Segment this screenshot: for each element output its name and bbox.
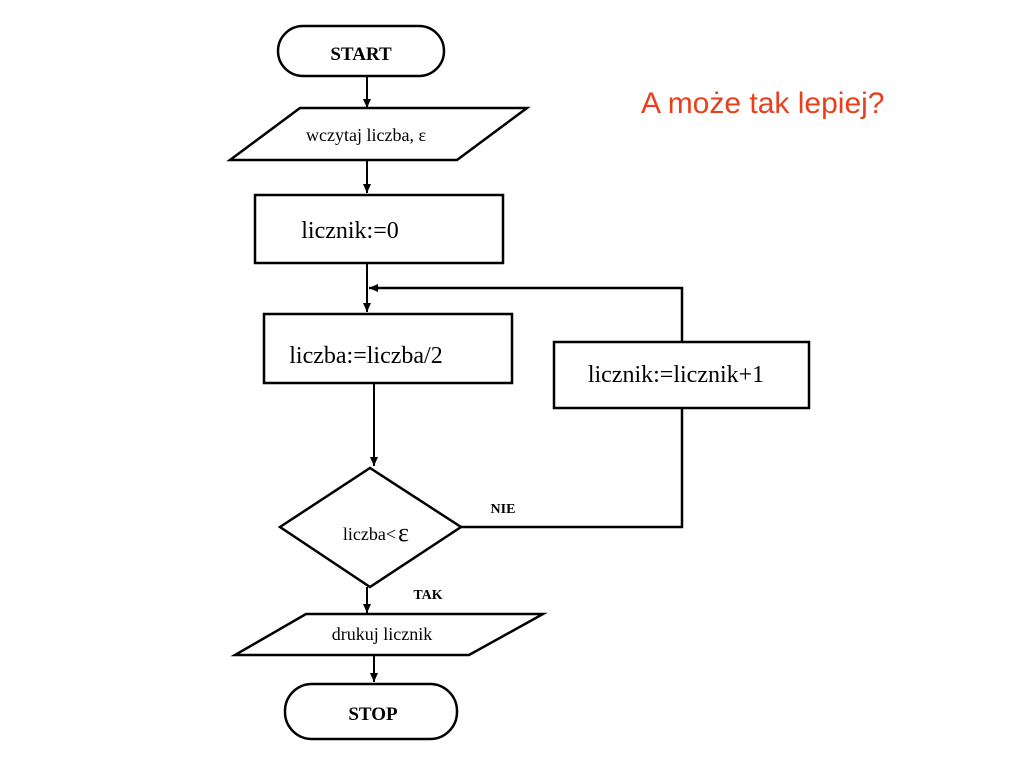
yes-branch-label: TAK — [413, 588, 442, 603]
input-label: wczytaj liczba, ε — [306, 125, 426, 145]
output-block — [230, 612, 548, 657]
slide-heading: A może tak lepiej? — [641, 87, 884, 120]
stop-label: STOP — [348, 704, 398, 725]
init-process-block — [253, 193, 505, 265]
connector-increment-loop-back — [369, 284, 684, 342]
no-branch-label: NIE — [491, 502, 516, 517]
start-terminator — [276, 24, 446, 78]
increment-process-block — [552, 340, 811, 410]
connector-condition-no-to-increment — [461, 408, 684, 529]
output-label: drukuj licznik — [332, 624, 432, 644]
increment-label: licznik:=licznik+1 — [588, 362, 764, 388]
stop-terminator — [283, 682, 459, 741]
condition-decision — [277, 466, 464, 589]
condition-epsilon: ε — [398, 518, 409, 547]
halve-label: liczba:=liczba/2 — [289, 343, 442, 369]
halve-process-block — [262, 312, 514, 385]
start-label: START — [330, 44, 392, 65]
init-label: licznik:=0 — [301, 218, 399, 244]
condition-label: liczba< — [343, 524, 396, 544]
input-block — [226, 106, 531, 162]
